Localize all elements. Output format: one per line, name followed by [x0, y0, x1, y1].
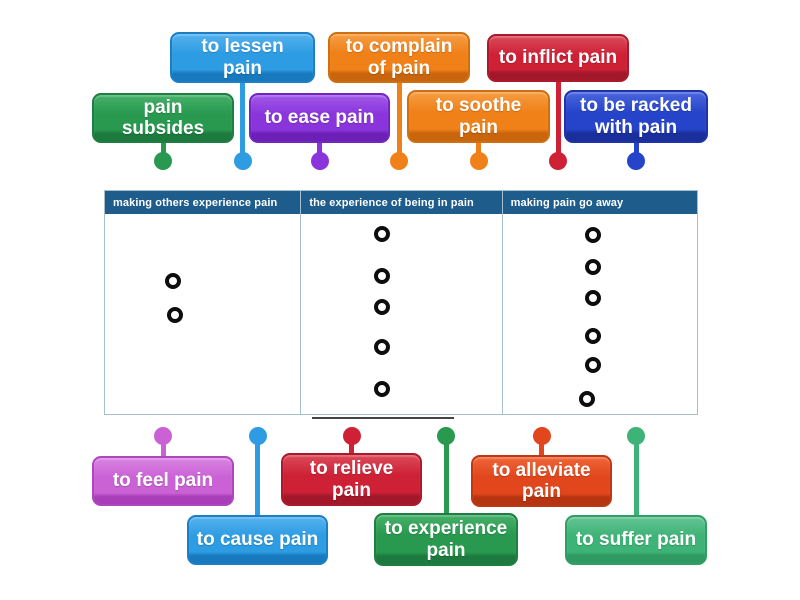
- column-drop-zone[interactable]: [105, 214, 300, 414]
- pain-subsides-pin-dot: [154, 152, 172, 170]
- to-complain-of-pain-pin-stem: [396, 75, 402, 161]
- to-experience-pain-pin-stem: [443, 436, 449, 521]
- label-to-alleviate-pain[interactable]: to alleviate pain: [471, 455, 612, 507]
- drop-target-circle[interactable]: [374, 268, 390, 284]
- to-ease-pain-pin-dot: [310, 152, 329, 170]
- label-to-be-racked-with-pain[interactable]: to be racked with pain: [564, 90, 708, 143]
- to-be-racked-with-pain-pin-dot: [627, 152, 645, 170]
- column-header: the experience of being in pain: [301, 191, 502, 214]
- to-alleviate-pain-pin-dot: [532, 427, 551, 445]
- column-shadow-line: [312, 417, 454, 419]
- label-to-experience-pain[interactable]: to experience pain: [374, 513, 518, 566]
- label-to-lessen-pain[interactable]: to lessen pain: [170, 32, 315, 83]
- label-to-complain-of-pain[interactable]: to complain of pain: [328, 32, 470, 83]
- to-suffer-pain-pin-dot: [627, 427, 645, 445]
- label-to-relieve-pain[interactable]: to relieve pain: [281, 453, 422, 506]
- table-column-experience-of-being-in-pain: the experience of being in pain: [301, 191, 503, 414]
- drop-target-circle[interactable]: [374, 299, 390, 315]
- drop-target-circle[interactable]: [585, 328, 601, 344]
- drop-target-circle[interactable]: [374, 339, 390, 355]
- to-be-racked-with-pain-pin-stem: [633, 135, 639, 161]
- drop-target-circle[interactable]: [585, 227, 601, 243]
- to-relieve-pain-pin-stem: [349, 436, 354, 461]
- to-suffer-pain-pin-stem: [633, 436, 639, 523]
- to-feel-pain-pin-dot: [154, 427, 172, 445]
- drop-target-circle[interactable]: [585, 259, 601, 275]
- label-to-ease-pain[interactable]: to ease pain: [249, 93, 390, 143]
- to-lessen-pain-pin-dot: [233, 152, 252, 170]
- to-cause-pain-pin-stem: [255, 436, 260, 523]
- to-experience-pain-pin-dot: [437, 427, 455, 445]
- drop-target-circle[interactable]: [167, 307, 183, 323]
- to-ease-pain-pin-stem: [317, 135, 322, 161]
- to-relieve-pain-pin-dot: [342, 427, 361, 445]
- table-column-making-others-experience-pain: making others experience pain: [105, 191, 302, 414]
- label-to-inflict-pain[interactable]: to inflict pain: [487, 34, 629, 82]
- to-complain-of-pain-pin-dot: [390, 152, 408, 170]
- to-cause-pain-pin-dot: [248, 427, 267, 445]
- to-soothe-pain-pin-stem: [476, 135, 481, 161]
- sort-table: making others experience pain the experi…: [104, 190, 698, 415]
- label-to-cause-pain[interactable]: to cause pain: [187, 515, 328, 565]
- drop-target-circle[interactable]: [579, 391, 595, 407]
- drop-target-circle[interactable]: [585, 290, 601, 306]
- drop-target-circle[interactable]: [374, 381, 390, 397]
- to-inflict-pain-pin-dot: [549, 152, 567, 170]
- table-column-making-pain-go-away: making pain go away: [502, 191, 698, 414]
- drop-target-circle[interactable]: [585, 357, 601, 373]
- column-drop-zone[interactable]: [301, 214, 501, 414]
- label-to-suffer-pain[interactable]: to suffer pain: [565, 515, 707, 565]
- drop-target-circle[interactable]: [374, 226, 390, 242]
- column-header: making pain go away: [502, 191, 698, 214]
- label-to-soothe-pain[interactable]: to soothe pain: [407, 90, 550, 143]
- to-lessen-pain-pin-stem: [240, 75, 245, 161]
- to-alleviate-pain-pin-stem: [539, 436, 544, 463]
- to-inflict-pain-pin-stem: [555, 74, 561, 161]
- label-to-feel-pain[interactable]: to feel pain: [92, 456, 234, 506]
- label-pain-subsides[interactable]: pain subsides: [92, 93, 234, 143]
- to-soothe-pain-pin-dot: [469, 152, 488, 170]
- to-feel-pain-pin-stem: [160, 436, 166, 464]
- pain-subsides-pin-stem: [160, 135, 166, 161]
- column-drop-zone[interactable]: [503, 214, 697, 414]
- column-header: making others experience pain: [105, 191, 301, 214]
- drop-target-circle[interactable]: [165, 273, 181, 289]
